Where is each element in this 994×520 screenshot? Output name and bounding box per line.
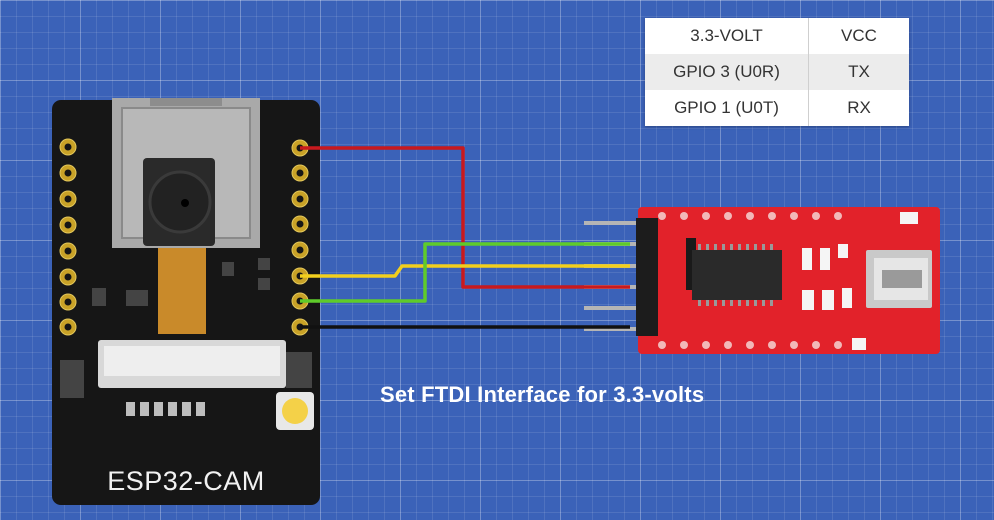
ftdi-pin-cell: VCC	[841, 26, 877, 45]
ftdi-pin-cell: TX	[808, 54, 909, 90]
ftdi-header-pins	[584, 221, 642, 331]
pin-row: GPIO 1 (U0T) RX	[645, 90, 909, 126]
esp-pin-cell: GPIO 1 (U0T)	[645, 90, 809, 126]
wires	[300, 146, 630, 329]
wire-rx	[300, 242, 630, 303]
board-label: ESP32-CAM	[107, 466, 265, 496]
wire-tx	[300, 264, 630, 278]
camera-ribbon	[158, 248, 206, 334]
pin-mapping-table: 3.3-VOLT VCC GPIO 3 (U0R) TX GPIO 1 (U0T…	[645, 18, 909, 126]
pin-row: GPIO 3 (U0R) TX	[645, 54, 909, 90]
esp-pin-cell: GPIO 3 (U0R)	[645, 54, 809, 90]
esp32-cam-board	[52, 98, 320, 505]
voltage-jumper	[686, 238, 696, 290]
ftdi-pin-cell: RX	[847, 98, 871, 117]
ftdi-board	[584, 207, 940, 354]
pin-row: 3.3-VOLT VCC	[645, 18, 909, 54]
caption-text: Set FTDI Interface for 3.3-volts	[380, 382, 705, 407]
esp-pin-cell: 3.3-VOLT	[645, 18, 809, 54]
wire-vcc	[300, 146, 630, 289]
ftdi-chip	[692, 250, 782, 300]
